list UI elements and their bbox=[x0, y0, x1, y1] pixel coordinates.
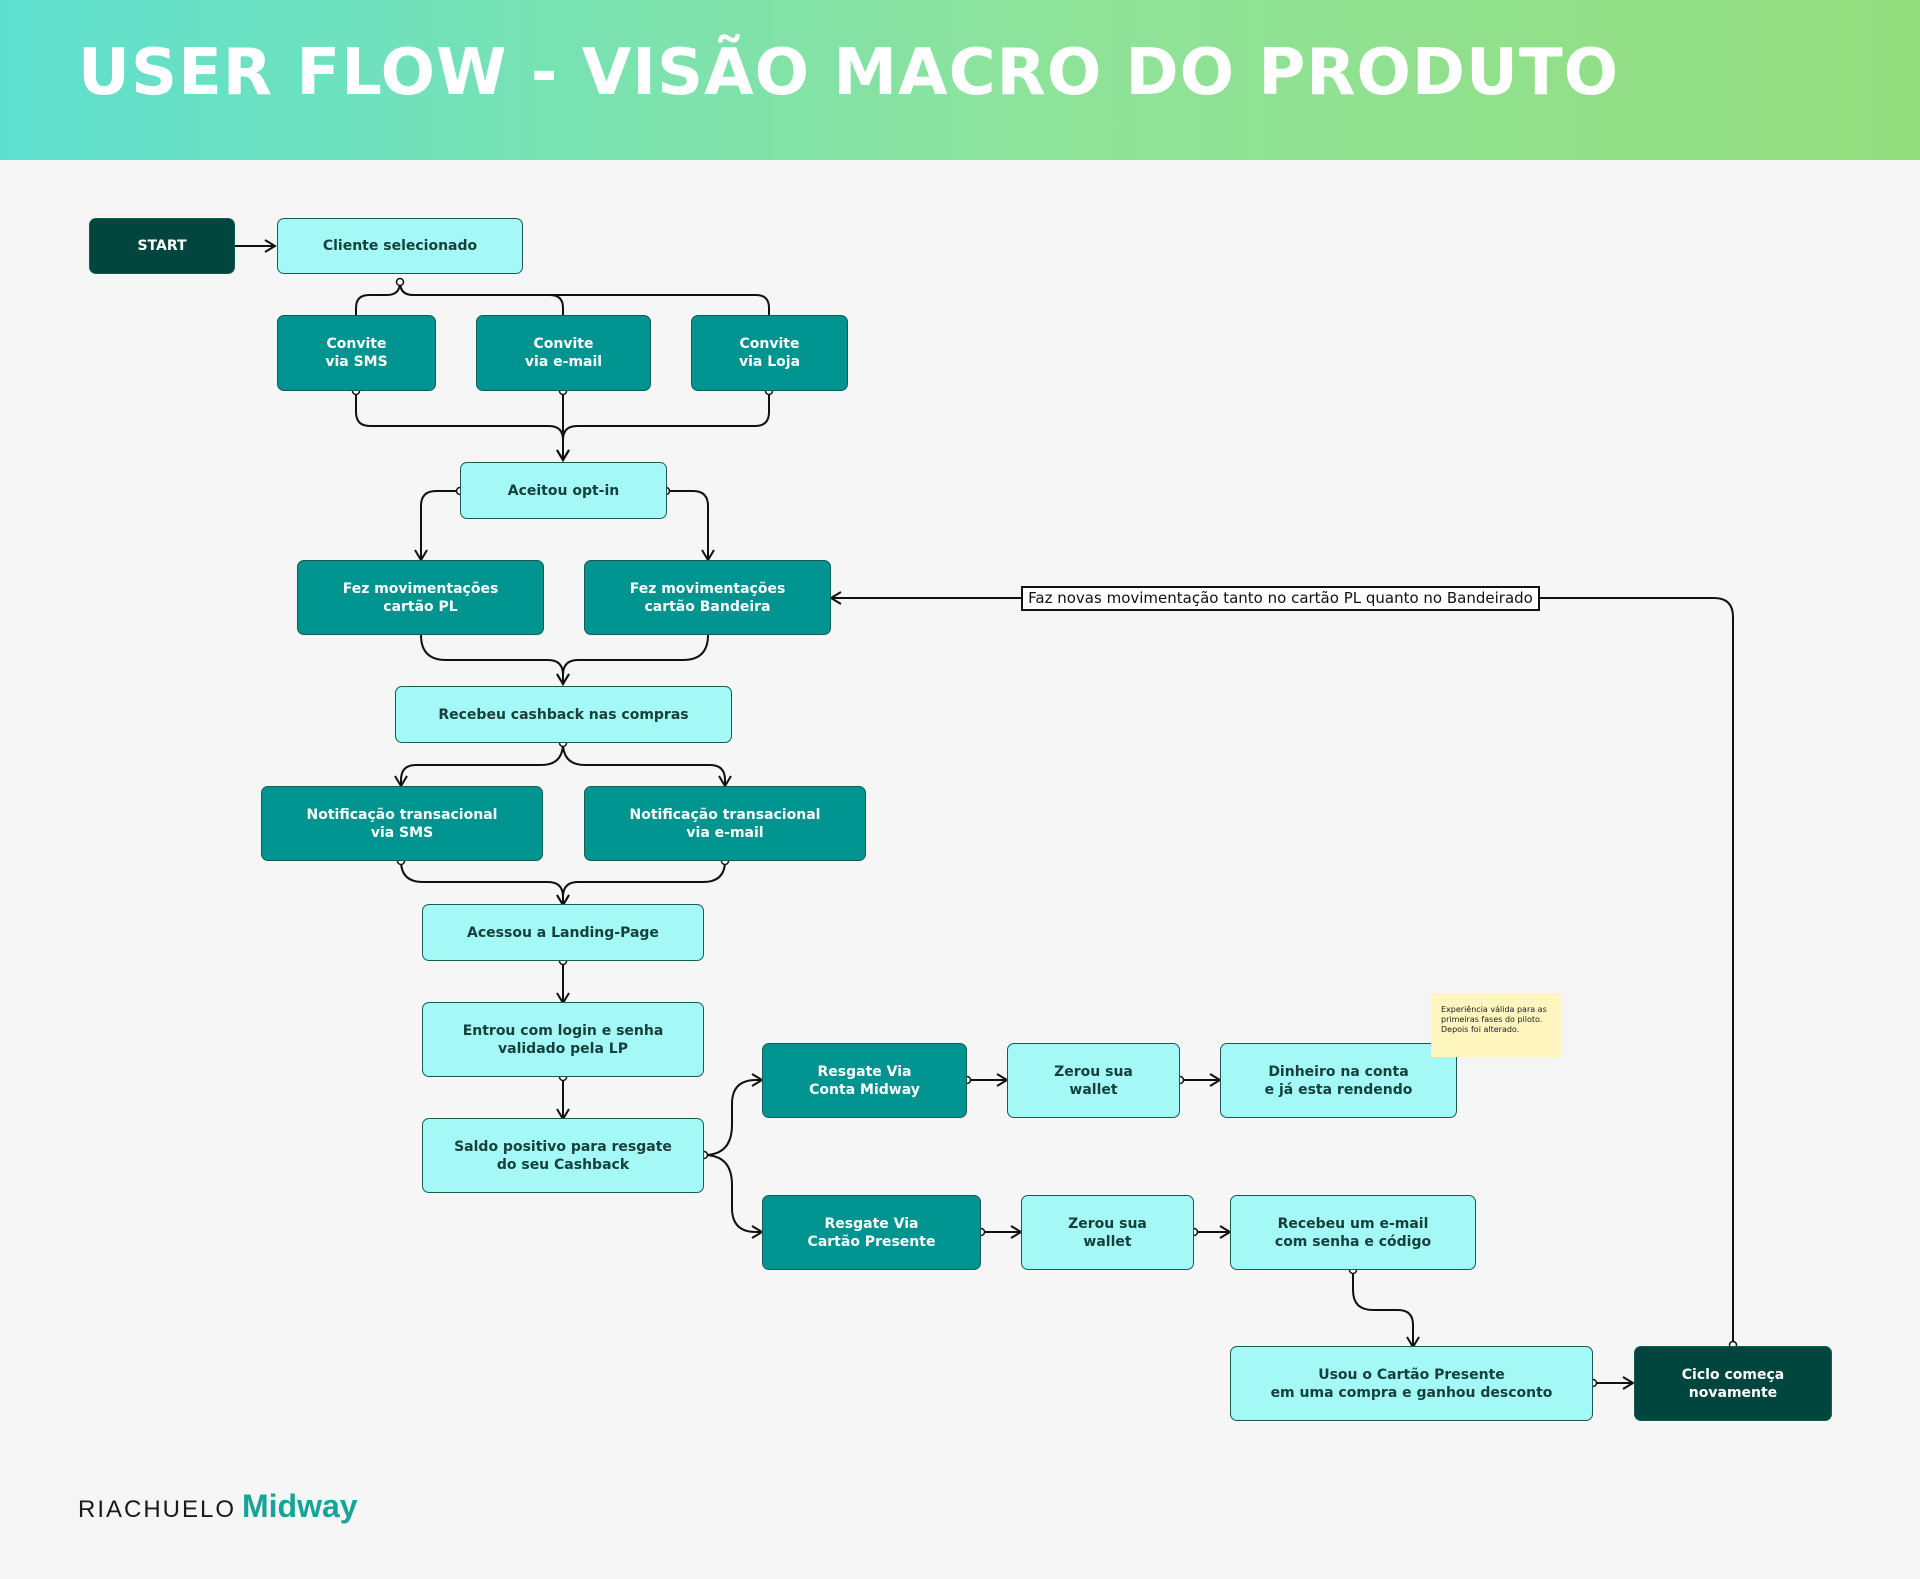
riachuelo-logo: RIACHUELO bbox=[78, 1496, 237, 1523]
convite-loja-node[interactable]: Convite via Loja bbox=[691, 315, 848, 391]
connector-bandeira-cashback bbox=[556, 634, 709, 686]
saldo-positivo-node[interactable]: Saldo positivo para resgate do seu Cashb… bbox=[422, 1118, 704, 1193]
mov-bandeira-node[interactable]: Fez movimentações cartão Bandeira bbox=[584, 560, 831, 635]
aceitou-optin-node[interactable]: Aceitou opt-in bbox=[460, 462, 667, 519]
connector-saldo-midway bbox=[703, 1073, 764, 1156]
zerou-wallet-1-node[interactable]: Zerou sua wallet bbox=[1007, 1043, 1180, 1118]
connector-notif-sms-lp bbox=[400, 860, 570, 907]
loop-connector-label: Faz novas movimentação tanto no cartão P… bbox=[1021, 586, 1540, 611]
connector-cashback-notif-email bbox=[562, 742, 732, 788]
connector-notif-email-lp bbox=[556, 860, 726, 907]
connector-saldo-presente bbox=[703, 1154, 764, 1239]
header-banner: USER FLOW - VISÃO MACRO DO PRODUTO bbox=[0, 0, 1920, 160]
connector-optin-bandeira bbox=[666, 490, 715, 562]
notificacao-email-node[interactable]: Notificação transacional via e-mail bbox=[584, 786, 866, 861]
connector-sms-optin bbox=[355, 391, 570, 462]
midway-logo: Midway bbox=[242, 1488, 358, 1524]
resgate-midway-node[interactable]: Resgate Via Conta Midway bbox=[762, 1043, 967, 1118]
connector-cliente-sms bbox=[355, 281, 401, 315]
page-title: USER FLOW - VISÃO MACRO DO PRODUTO bbox=[78, 36, 1620, 110]
cliente-selecionado-node[interactable]: Cliente selecionado bbox=[277, 218, 523, 274]
login-lp-node[interactable]: Entrou com login e senha validado pela L… bbox=[422, 1002, 704, 1077]
convite-sms-node[interactable]: Convite via SMS bbox=[277, 315, 436, 391]
connector-loja-optin bbox=[556, 391, 770, 462]
connector-ciclo-loop bbox=[829, 591, 1734, 1345]
acessou-landing-page-node[interactable]: Acessou a Landing-Page bbox=[422, 904, 704, 961]
connector-cliente-email bbox=[399, 281, 564, 315]
sticky-note[interactable]: Experiência válida para as primeiras fas… bbox=[1431, 993, 1561, 1057]
recebeu-email-node[interactable]: Recebeu um e-mail com senha e código bbox=[1230, 1195, 1476, 1270]
usou-cartao-presente-node[interactable]: Usou o Cartão Presente em uma compra e g… bbox=[1230, 1346, 1593, 1421]
dinheiro-conta-node[interactable]: Dinheiro na conta e já esta rendendo bbox=[1220, 1043, 1457, 1118]
notificacao-sms-node[interactable]: Notificação transacional via SMS bbox=[261, 786, 543, 861]
mov-pl-node[interactable]: Fez movimentações cartão PL bbox=[297, 560, 544, 635]
ciclo-novamente-node[interactable]: Ciclo começa novamente bbox=[1634, 1346, 1832, 1421]
zerou-wallet-2-node[interactable]: Zerou sua wallet bbox=[1021, 1195, 1194, 1270]
convite-email-node[interactable]: Convite via e-mail bbox=[476, 315, 651, 391]
connector-cliente-loja bbox=[399, 281, 770, 315]
connector-pl-cashback bbox=[420, 634, 570, 686]
resgate-presente-node[interactable]: Resgate Via Cartão Presente bbox=[762, 1195, 981, 1270]
connector-email-usou bbox=[1352, 1270, 1420, 1349]
connector-cashback-notif-sms bbox=[394, 742, 564, 788]
connector-optin-pl bbox=[414, 490, 460, 562]
recebeu-cashback-node[interactable]: Recebeu cashback nas compras bbox=[395, 686, 732, 743]
start-node[interactable]: START bbox=[89, 218, 235, 274]
